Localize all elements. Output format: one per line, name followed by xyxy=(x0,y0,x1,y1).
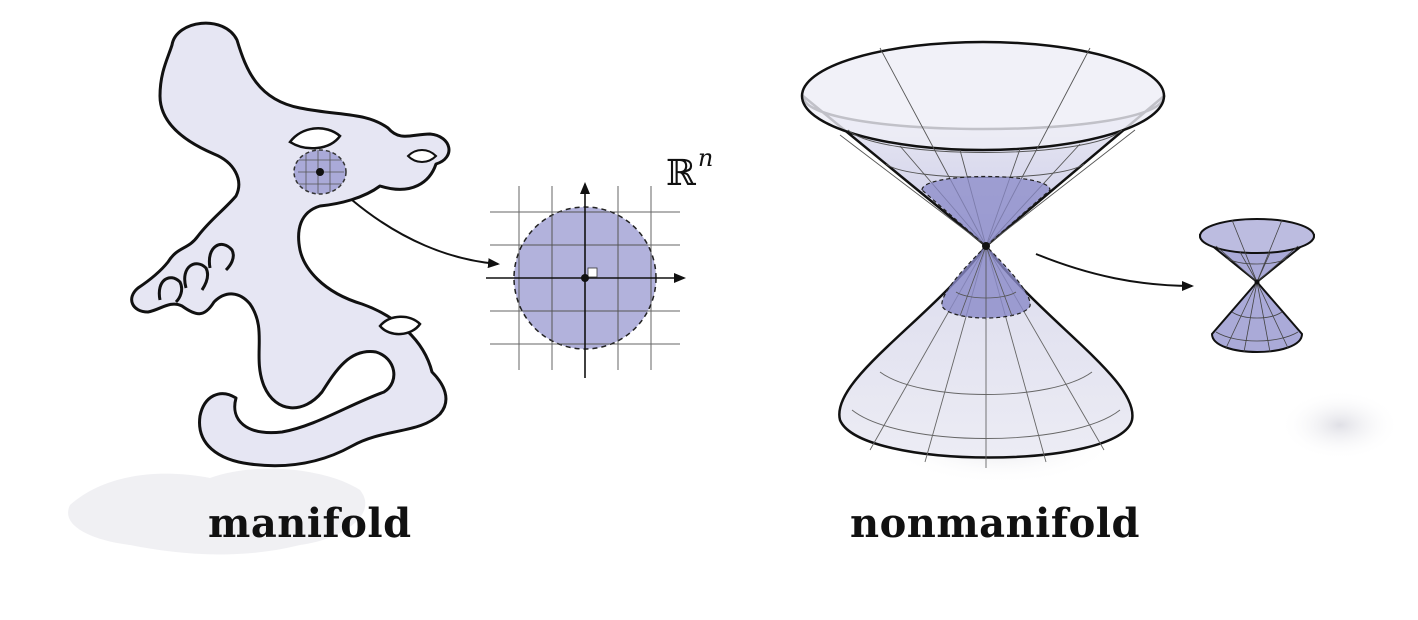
rn-exponent: n xyxy=(697,144,714,172)
manifold-surface xyxy=(130,21,451,468)
caption-nonmanifold: nonmanifold xyxy=(850,500,1140,547)
nonmanifold-figure xyxy=(800,40,1400,485)
rn-chart xyxy=(486,182,686,378)
manifold-local-patch xyxy=(293,149,347,195)
manifold-hole-lower xyxy=(378,315,422,336)
caption-manifold: manifold xyxy=(208,500,412,547)
nonmanifold-arrow xyxy=(1035,253,1194,291)
manifold-figure xyxy=(68,21,451,555)
manifold-hole-lobe xyxy=(406,149,438,163)
manifold-hole-upper xyxy=(288,127,342,150)
rn-label: ℝn xyxy=(666,144,713,194)
small-cone-lower xyxy=(1210,280,1304,353)
rn-basis-square xyxy=(587,267,598,278)
rn-symbol: ℝ xyxy=(666,153,696,194)
cone-apex-point xyxy=(982,242,990,250)
chart-arrow-to-rn xyxy=(351,199,500,269)
cone-upper-neighborhood xyxy=(921,175,1051,247)
rn-origin-point xyxy=(581,274,589,282)
manifold-bumps xyxy=(157,243,235,304)
manifold-shadow xyxy=(68,468,366,555)
cone-upper-rim xyxy=(800,40,1166,152)
cone-shadow-right xyxy=(1280,390,1400,460)
small-double-cone xyxy=(1198,218,1316,353)
